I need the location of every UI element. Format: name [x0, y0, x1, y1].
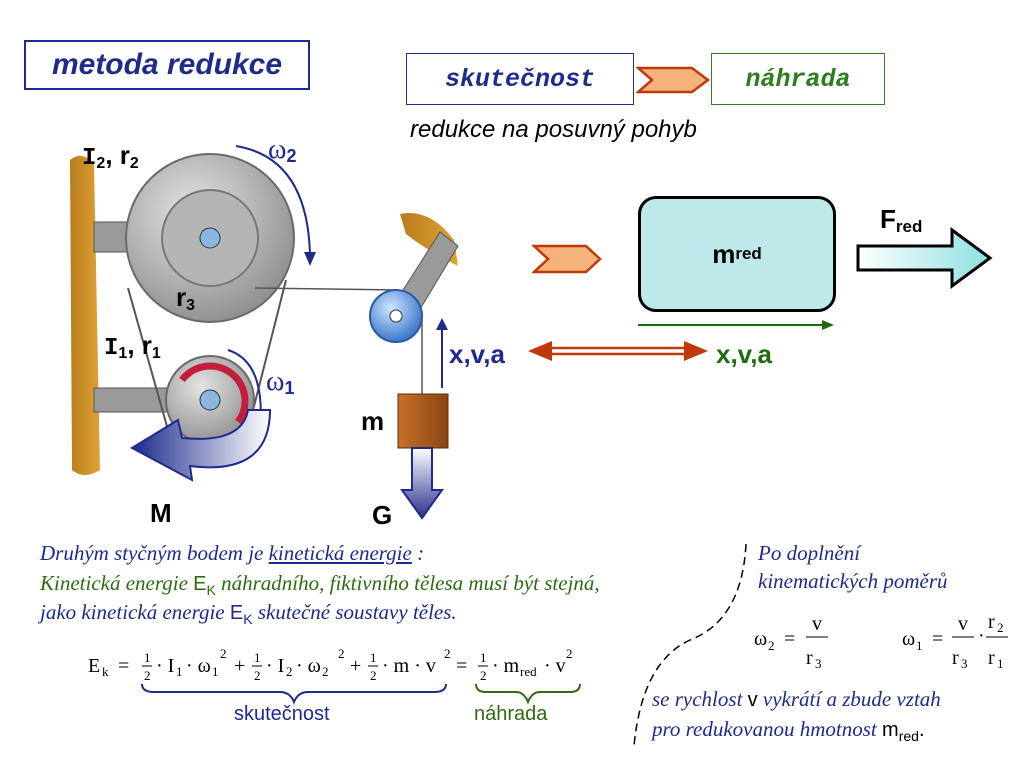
- omega-2-label: ω2: [268, 134, 297, 167]
- svg-text:2: 2: [220, 646, 227, 661]
- svg-text:2: 2: [997, 620, 1004, 635]
- motion-direction-arrow: [638, 320, 834, 330]
- reduction-subtitle: redukce na posuvný pohyb: [410, 116, 697, 143]
- moment-label: M: [150, 498, 172, 528]
- chevron-arrow-icon: [636, 66, 711, 94]
- svg-text:ω: ω: [754, 628, 767, 650]
- page-title: metoda redukce: [24, 40, 310, 90]
- svg-text:v: v: [812, 613, 822, 635]
- moment-arrow: [129, 409, 272, 482]
- svg-text:1: 1: [997, 656, 1004, 671]
- svg-text:2: 2: [370, 668, 377, 683]
- svg-text:r: r: [988, 647, 995, 669]
- svg-text:2: 2: [338, 646, 345, 661]
- svg-text:r: r: [806, 647, 813, 669]
- svg-text:2: 2: [444, 646, 451, 661]
- svg-text:r: r: [988, 611, 995, 633]
- note-line-2: kinematických poměrů: [758, 569, 948, 593]
- text-line-3: jako kinetická energie EK skutečné soust…: [40, 600, 457, 628]
- svg-text:+: +: [234, 655, 245, 677]
- note-line-1: Po doplnění: [758, 541, 861, 565]
- svg-text:· ω: · ω: [296, 655, 321, 677]
- svg-text:3: 3: [961, 656, 968, 671]
- note-line-3: se rychlost v vykrátí a zbude vztah: [652, 687, 941, 711]
- svg-text:1: 1: [144, 650, 151, 665]
- svg-text:·: ·: [978, 625, 985, 647]
- pulley-2-label: I2, r2: [82, 140, 139, 173]
- svg-text:· m: · m: [492, 655, 520, 677]
- reduced-force-label: Fred: [880, 204, 923, 237]
- svg-text:3: 3: [815, 656, 822, 671]
- brace-label-reality: skutečnost: [234, 703, 330, 725]
- svg-text:· I: · I: [266, 655, 284, 677]
- svg-text:red: red: [520, 664, 537, 679]
- svg-text:· ω: · ω: [186, 655, 211, 677]
- brace-label-substitute: náhrada: [474, 703, 548, 725]
- svg-text:2: 2: [254, 668, 261, 683]
- svg-text:2: 2: [286, 664, 293, 679]
- mass-label: m: [361, 406, 385, 436]
- equation-lhs: E: [88, 655, 100, 677]
- svg-text:2: 2: [144, 668, 151, 683]
- svg-text:2: 2: [322, 664, 329, 679]
- svg-text:1: 1: [212, 664, 219, 679]
- svg-text:2: 2: [480, 668, 487, 683]
- svg-text:=: =: [784, 628, 795, 650]
- svg-text:ω: ω: [902, 628, 915, 650]
- svg-text:v: v: [958, 613, 968, 635]
- equation-lhs-sub: k: [102, 664, 109, 679]
- svg-text:2: 2: [566, 646, 573, 661]
- svg-text:1: 1: [370, 650, 377, 665]
- reality-box: skutečnost: [406, 53, 634, 105]
- svg-text:1: 1: [254, 650, 261, 665]
- svg-text:· v: · v: [544, 655, 566, 677]
- svg-text:· I: · I: [156, 655, 174, 677]
- svg-text:=: =: [932, 628, 943, 650]
- separator-curve: [633, 543, 747, 747]
- svg-text:1: 1: [916, 638, 923, 653]
- kinematics-right-label: x,v,a: [716, 339, 772, 369]
- mechanism-diagram: [70, 145, 459, 520]
- reduced-force-arrow: [856, 227, 993, 289]
- substitute-box: náhrada: [711, 53, 885, 105]
- svg-text:r: r: [952, 647, 959, 669]
- text-line-2: Kinetická energie EK náhradního, fiktivn…: [40, 571, 600, 599]
- text-line-1: Druhým styčným bodem je kinetická energi…: [40, 541, 425, 565]
- pulley-1-label: I1, r1: [104, 330, 161, 363]
- svg-text:+: +: [350, 655, 361, 677]
- equivalence-arrow: [528, 341, 708, 361]
- gravity-arrow: [400, 447, 444, 520]
- svg-text:2: 2: [768, 638, 775, 653]
- note-line-4: pro redukovanou hmotnost mred.: [652, 717, 925, 745]
- mass-block: [397, 393, 449, 449]
- svg-text:=: =: [456, 655, 467, 677]
- wall: [70, 155, 100, 476]
- gravity-label: G: [372, 500, 393, 530]
- svg-text:1: 1: [480, 650, 487, 665]
- chevron-arrow-icon: [532, 244, 602, 274]
- r3-label: r3: [176, 282, 196, 315]
- svg-text:=: =: [118, 655, 129, 677]
- kinematics-left-label: x,v,a: [449, 339, 505, 369]
- svg-text:· m · v: · m · v: [382, 655, 436, 677]
- omega-1-label: ω1: [266, 366, 295, 399]
- svg-text:1: 1: [176, 664, 183, 679]
